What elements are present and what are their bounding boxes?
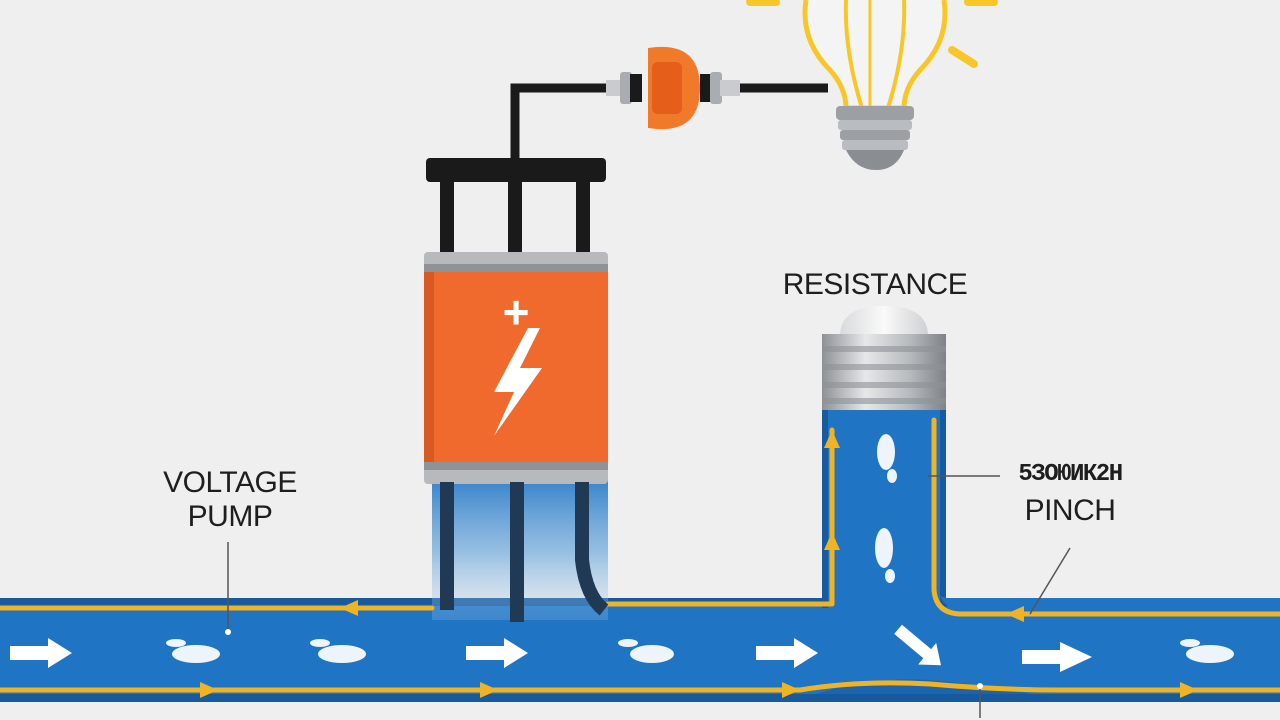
arrow-right-1 — [200, 682, 218, 698]
arrow-up-2 — [824, 532, 840, 550]
water-droplets — [166, 434, 1234, 663]
flow-arrowheads — [200, 430, 1198, 698]
pinch-label-group: 5ЗОЮИК2Н PINCH — [985, 460, 1155, 528]
wire — [510, 83, 828, 162]
voltage-label-line1: VOLTAGE — [163, 466, 297, 499]
resistance-cap — [822, 306, 946, 410]
arrow-left-1 — [340, 600, 358, 616]
arrow-left-2 — [1006, 606, 1024, 622]
light-bulb — [746, 0, 998, 170]
flow-lines — [0, 417, 1280, 693]
arrow-up-1 — [824, 430, 840, 448]
battery-top-bar — [426, 158, 606, 182]
arrow-right-4 — [1180, 682, 1198, 698]
voltage-label-line2: PUMP — [187, 500, 273, 533]
connector-plug — [606, 46, 740, 130]
pinch-label: PINCH — [1024, 494, 1116, 527]
pinch-garbled-label: 5ЗОЮИК2Н — [1018, 461, 1123, 488]
lightning-bolt-icon — [494, 328, 542, 436]
battery: + — [424, 158, 609, 622]
water-direction-arrows — [10, 624, 1092, 672]
leader-dots — [225, 629, 983, 689]
battery-plus-sign: + — [503, 286, 530, 338]
resistance-label: RESISTANCE — [782, 268, 968, 301]
voltage-pump-label: VOLTAGE PUMP — [150, 466, 310, 534]
leader-lines — [227, 475, 1071, 718]
arrow-right-3 — [782, 682, 800, 698]
arrow-right-2 — [480, 682, 498, 698]
